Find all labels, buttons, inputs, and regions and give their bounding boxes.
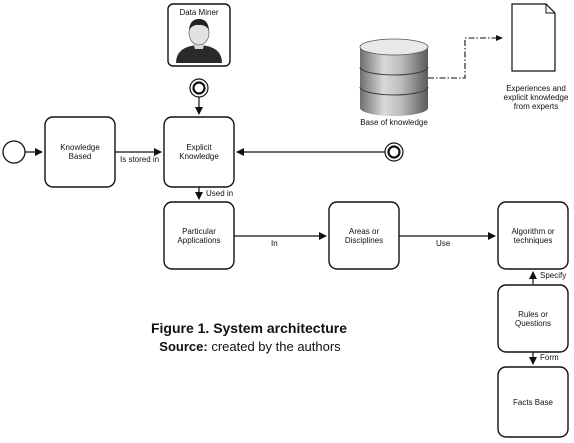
source-label: Source: bbox=[159, 339, 207, 354]
start-event bbox=[2, 140, 26, 164]
document-icon bbox=[511, 3, 556, 72]
source-text: created by the authors bbox=[208, 339, 341, 354]
edge-label-used-in: Used in bbox=[206, 189, 233, 198]
facts-base-label: Facts Base bbox=[513, 398, 554, 407]
edge-label-is-stored-in: Is stored in bbox=[120, 155, 159, 164]
edge-label-use: Use bbox=[436, 239, 451, 248]
figure-caption-source: Source: created by the authors bbox=[159, 339, 341, 354]
data-miner-label: Data Miner bbox=[179, 8, 218, 17]
user-icon bbox=[176, 19, 222, 63]
rules-or-questions-node: Rules or Questions bbox=[497, 284, 569, 353]
edge-label-in: In bbox=[271, 239, 278, 248]
areas-or-disciplines-node: Areas or Disciplines bbox=[328, 201, 400, 270]
areas-or-disciplines-line1: Areas or bbox=[349, 227, 380, 236]
figure-caption-title: Figure 1. System architecture bbox=[151, 320, 347, 336]
explicit-knowledge-line2: Knowledge bbox=[179, 152, 219, 161]
algorithm-or-techniques-line2: techniques bbox=[514, 236, 553, 245]
experiences-line3: from experts bbox=[514, 102, 558, 111]
algorithm-or-techniques-node: Algorithm or techniques bbox=[497, 201, 569, 270]
edge-db-to-experiences bbox=[428, 37, 498, 79]
edge-label-form: Form bbox=[540, 353, 559, 362]
edge-label-specify: Specify bbox=[540, 271, 566, 280]
particular-applications-line1: Particular bbox=[182, 227, 216, 236]
database-icon bbox=[359, 38, 429, 116]
experiences-line1: Experiences and bbox=[506, 84, 566, 93]
data-miner-event bbox=[189, 78, 209, 98]
algorithm-or-techniques-line1: Algorithm or bbox=[511, 227, 554, 236]
base-of-knowledge-label: Base of knowledge bbox=[360, 118, 428, 127]
knowledge-based-line1: Knowledge bbox=[60, 143, 100, 152]
experiences-line2: explicit knowledge bbox=[504, 93, 569, 102]
particular-applications-node: Particular Applications bbox=[163, 201, 235, 270]
knowledge-based-node: Knowledge Based bbox=[44, 116, 116, 188]
knowledge-based-line2: Based bbox=[69, 152, 92, 161]
particular-applications-line2: Applications bbox=[177, 236, 220, 245]
experiences-event bbox=[384, 142, 404, 162]
facts-base-node: Facts Base bbox=[497, 366, 569, 438]
rules-or-questions-line2: Questions bbox=[515, 319, 551, 328]
areas-or-disciplines-line2: Disciplines bbox=[345, 236, 383, 245]
data-miner-node: Data Miner bbox=[167, 3, 231, 67]
rules-or-questions-line1: Rules or bbox=[518, 310, 548, 319]
explicit-knowledge-line1: Explicit bbox=[186, 143, 212, 152]
explicit-knowledge-node: Explicit Knowledge bbox=[163, 116, 235, 188]
